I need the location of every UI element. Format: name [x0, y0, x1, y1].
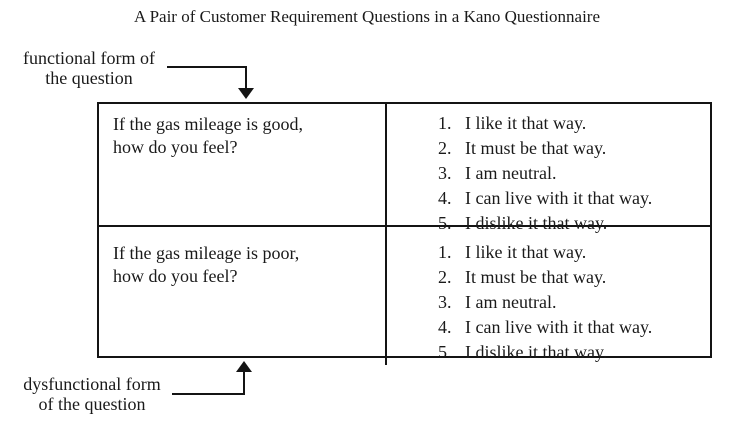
option-text: I can live with it that way.: [465, 317, 653, 337]
option-text: I like it that way.: [465, 113, 587, 133]
option-number: 4.: [438, 188, 452, 208]
dysfunctional-arrow-vertical-line: [243, 372, 245, 395]
option-text: I am neutral.: [465, 292, 557, 312]
functional-arrow-vertical-line: [245, 66, 247, 90]
option-text: I dislike it that way.: [465, 342, 608, 362]
functional-form-label-line1: functional form of: [23, 48, 155, 68]
functional-form-label: functional form of the question: [8, 48, 170, 88]
functional-form-label-line2: the question: [45, 68, 133, 88]
functional-question-cell: If the gas mileage is good, how do you f…: [99, 104, 387, 227]
option-number: 3.: [438, 163, 452, 183]
option-item: 1. I like it that way.: [438, 240, 706, 265]
dysfunctional-form-label: dysfunctional form of the question: [6, 374, 178, 414]
option-item: 5. I dislike it that way.: [438, 340, 706, 365]
option-text: I am neutral.: [465, 163, 557, 183]
functional-arrow-horizontal-line: [167, 66, 247, 68]
option-number: 3.: [438, 292, 452, 312]
option-text: I can live with it that way.: [465, 188, 653, 208]
option-number: 2.: [438, 267, 452, 287]
functional-options-cell: 1. I like it that way. 2. It must be that …: [387, 104, 710, 233]
option-number: 1.: [438, 242, 452, 262]
option-item: 2. It must be that way.: [438, 265, 706, 290]
dysfunctional-options-cell: 1. I like it that way. 2. It must be that …: [387, 227, 710, 365]
option-item: 1. I like it that way.: [438, 111, 706, 136]
option-number: 4.: [438, 317, 452, 337]
question-line: If the gas mileage is good,: [113, 114, 303, 134]
arrow-down-icon: [238, 88, 254, 99]
option-text: I dislike it that way.: [465, 213, 608, 233]
arrow-up-icon: [236, 361, 252, 372]
dysfunctional-form-label-line2: of the question: [38, 394, 146, 414]
kano-question-table: If the gas mileage is good, how do you f…: [97, 102, 712, 365]
option-number: 5.: [438, 342, 452, 362]
option-item: 4. I can live with it that way.: [438, 315, 706, 340]
option-number: 5.: [438, 213, 452, 233]
option-item: 3. I am neutral.: [438, 290, 706, 315]
option-number: 1.: [438, 113, 452, 133]
dysfunctional-arrow-horizontal-line: [172, 393, 245, 395]
dysfunctional-form-label-line1: dysfunctional form: [23, 374, 161, 394]
option-item: 4. I can live with it that way.: [438, 186, 706, 211]
option-number: 2.: [438, 138, 452, 158]
dysfunctional-question-cell: If the gas mileage is poor, how do you f…: [99, 227, 387, 365]
question-line: how do you feel?: [113, 266, 238, 286]
option-text: I like it that way.: [465, 242, 587, 262]
option-text: It must be that way.: [465, 138, 607, 158]
option-item: 2. It must be that way.: [438, 136, 706, 161]
option-text: It must be that way.: [465, 267, 607, 287]
page-title: A Pair of Customer Requirement Questions…: [134, 7, 600, 26]
question-line: If the gas mileage is poor,: [113, 243, 300, 263]
question-line: how do you feel?: [113, 137, 238, 157]
option-item: 3. I am neutral.: [438, 161, 706, 186]
option-item: 5. I dislike it that way.: [438, 211, 706, 236]
